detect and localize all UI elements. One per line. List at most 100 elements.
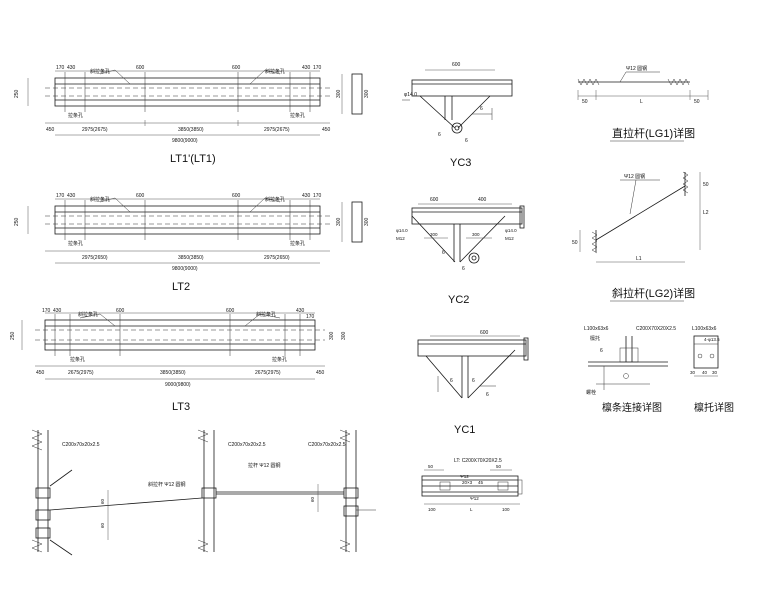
yc2-dim-3: M12 <box>396 236 405 241</box>
lg1-dim-0: 50 <box>582 99 588 105</box>
beam-lt3-outline <box>44 319 316 351</box>
lg2-dim-2: 50 <box>572 240 578 246</box>
lt3-title: LT3 <box>172 401 190 413</box>
yc2-dim-6: 300 <box>430 232 438 237</box>
lt1-dim-4: 430 <box>302 65 311 71</box>
plan-label-0: C200x70x20x2.5 <box>62 442 100 448</box>
purlin-support-label-4: 30 <box>712 370 718 375</box>
lt1-dim-2: 600 <box>136 65 145 71</box>
lt1-label-0: 斜拉条孔 <box>90 68 110 75</box>
detail-purlin-support: L100x63x6 4-φ13.5 30 40 30 檩托详图 <box>690 326 734 414</box>
lt3-dim-5: 170 <box>306 314 315 320</box>
lt-detail-dim-2: 100 <box>428 507 436 512</box>
lt1-total: 9800(9000) <box>172 138 198 144</box>
detail-yc3: 600 6 6 6 φ14.0 YC3 <box>402 62 513 169</box>
plan-label-2: C200x70x20x2.5 <box>308 442 346 448</box>
plan-dim-0: 60 <box>100 498 105 504</box>
lt3-total: 9000(9800) <box>165 382 191 388</box>
yc2-dim-9: 6 <box>462 266 465 272</box>
lt1-end-1: 450 <box>322 127 331 133</box>
lt1-title: LT1'(LT1) <box>170 153 216 165</box>
lt2-title: LT2 <box>172 281 190 293</box>
lt1-label-2: 拉条孔 <box>68 112 83 119</box>
lt2-side-0: 250 <box>14 217 20 226</box>
yc2-dim-0: 600 <box>430 197 439 203</box>
lt1-label-3: 拉条孔 <box>290 112 305 119</box>
yc1-dim-0: 600 <box>480 330 489 336</box>
yc1-dim-3: 6 <box>486 392 489 398</box>
lt2-mid-0: 2975(2650) <box>82 255 108 261</box>
lt2-dim-0: 170 <box>56 193 65 199</box>
lt2-mid-2: 2975(2650) <box>264 255 290 261</box>
lt3-label-2: 拉条孔 <box>70 356 85 363</box>
lt3-label-0: 斜拉条孔 <box>78 311 98 318</box>
yc2-title: YC2 <box>448 294 469 306</box>
lt-detail-dim-5: 20×3 <box>462 480 473 485</box>
lt-detail-dim-6: 45 <box>478 480 484 485</box>
lt3-dim-1: 430 <box>53 308 62 314</box>
lt2-dim-2: 600 <box>136 193 145 199</box>
detail-lg1: Ψ12 圆钢 50 L 50 直拉杆(LG1)详图 <box>577 65 709 142</box>
lt3-dim-4: 430 <box>296 308 305 314</box>
lt-detail-dim-1: 50 <box>496 464 502 469</box>
lt2-total: 9800(9000) <box>172 266 198 272</box>
yc2-dim-4: φ14.0 <box>505 228 517 233</box>
detail-purlin-connection: L100x63x6 C200X70X20X2.5 檩托 6 螺栓 檩条连接详图 <box>584 326 676 414</box>
plan-dim-1: 60 <box>100 522 105 528</box>
yc1-title: YC1 <box>454 424 475 436</box>
yc1-dim-2: 6 <box>472 378 475 384</box>
lt-detail-dim-3: 100 <box>502 507 510 512</box>
lt-detail-dim-0: 50 <box>428 464 434 469</box>
plan-dim-2: 60 <box>310 496 315 502</box>
purlin-conn-title: 檩条连接详图 <box>602 401 662 414</box>
lt-detail-title: LT: C200X70X20X2.5 <box>454 458 502 464</box>
detail-lg2: Ψ12 圆钢 50 L2 50 L1 斜拉杆(LG2)详图 <box>572 171 709 302</box>
yc3-dim-4: φ14.0 <box>404 92 417 98</box>
lt3-label-1: 斜拉条孔 <box>256 311 276 318</box>
lt3-mid-2: 2675(2975) <box>255 370 281 376</box>
lt2-side-2: 300 <box>364 217 370 226</box>
yc1-dim-1: 6 <box>450 378 453 384</box>
yc3-dim-1: 6 <box>480 106 483 112</box>
purlin-support-label-3: 40 <box>702 370 708 375</box>
lg2-rod: Ψ12 圆钢 <box>624 173 645 180</box>
purlin-conn-label-3: 6 <box>600 348 603 354</box>
lt1-side-1: 300 <box>336 89 342 98</box>
yc2-dim-8: 6 <box>442 250 445 256</box>
lg2-dim-0: 50 <box>703 182 709 188</box>
purlin-support-label-1: 4-φ13.5 <box>704 337 720 342</box>
yc2-dim-1: 400 <box>478 197 487 203</box>
lt3-dim-2: 600 <box>116 308 125 314</box>
purlin-conn-label-4: 螺栓 <box>586 389 596 396</box>
lt1-dim-0: 170 <box>56 65 65 71</box>
plan-label-3: 斜拉杆 Ψ12 圆钢 <box>148 481 186 488</box>
lt3-mid-1: 3850(3850) <box>160 370 186 376</box>
lt-detail-label-1: Ψ12 <box>470 496 479 501</box>
lt3-label-3: 拉条孔 <box>272 356 287 363</box>
lt3-side-1: 300 <box>329 331 335 340</box>
lt2-dim-3: 600 <box>232 193 241 199</box>
lt-detail-dim-4: L <box>470 507 473 512</box>
lt2-mid-1: 3850(3850) <box>178 255 204 261</box>
lt2-label-0: 斜拉条孔 <box>90 196 110 203</box>
detail-yc2: 600 400 φ14.0 M12 φ14.0 M12 300 300 6 6 … <box>396 197 525 306</box>
lt3-side-0: 250 <box>10 331 16 340</box>
purlin-conn-label-2: 檩托 <box>590 335 600 342</box>
yc3-dim-3: 6 <box>465 138 468 144</box>
lt1-end-0: 450 <box>46 127 55 133</box>
detail-purlin-plan: C200x70x20x2.5 C200x70x20x2.5 C200x70x20… <box>31 429 376 556</box>
purlin-support-label-2: 30 <box>690 370 696 375</box>
purlin-conn-label-0: L100x63x6 <box>584 326 609 332</box>
beam-lt3: 170 430 600 600 430 170 斜拉条孔 斜拉条孔 拉条孔 拉条… <box>10 308 347 413</box>
lt3-mid-0: 2675(2975) <box>68 370 94 376</box>
lt1-label-1: 斜拉条孔 <box>265 68 285 75</box>
lt1-mid-2: 2975(2675) <box>264 127 290 133</box>
lg1-rod: Ψ12 圆钢 <box>626 65 647 72</box>
lt1-dim-3: 600 <box>232 65 241 71</box>
lt1-mid-1: 3850(3850) <box>178 127 204 133</box>
purlin-support-label-0: L100x63x6 <box>692 326 717 332</box>
detail-yc1: 600 6 6 6 YC1 <box>417 330 529 436</box>
lt3-side-2: 300 <box>341 331 347 340</box>
